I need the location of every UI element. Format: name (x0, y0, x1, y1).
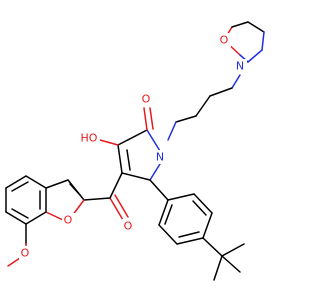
morpholine-nitrogen-label: N (236, 60, 244, 73)
bond (176, 237, 204, 245)
bond (221, 255, 241, 273)
bond (5, 211, 27, 225)
double-bond-inner (178, 231, 200, 238)
bond (149, 163, 161, 181)
morpholine-oxygen-label: O (220, 34, 229, 47)
ketone-oxygen-label: O (124, 220, 133, 233)
double-bond (114, 194, 129, 218)
bond (231, 21, 249, 28)
pyrrolone-ring (99, 107, 161, 181)
bond (221, 243, 245, 257)
bond (231, 74, 241, 89)
bond (158, 224, 178, 245)
bond (202, 237, 223, 257)
bond (5, 175, 27, 189)
bond (158, 199, 169, 226)
structure-drawing: O N N O HO O O O (5, 21, 265, 281)
ketone-group (83, 172, 129, 221)
bond (45, 179, 69, 189)
bond (261, 31, 265, 51)
bond (247, 21, 265, 33)
bond (146, 129, 161, 152)
bond (209, 87, 233, 97)
double-bond-inner (11, 208, 29, 219)
lactam-oxygen-label: O (142, 93, 151, 106)
bond (195, 95, 211, 117)
bond (213, 255, 223, 281)
bond (167, 121, 177, 141)
bond (202, 212, 213, 239)
bond (193, 193, 213, 214)
bond (121, 172, 151, 181)
molecule-canvas: O N N O HO O O O (5, 21, 265, 281)
double-bond (109, 197, 124, 221)
double-bond-inner (192, 200, 207, 216)
double-bond-inner (126, 149, 131, 171)
pyrrolone-nitrogen-label: N (156, 151, 164, 164)
double-bond-inner (69, 183, 81, 196)
bond (117, 129, 148, 146)
double-bond (149, 107, 154, 130)
bond (83, 197, 111, 201)
bond (25, 211, 47, 225)
double-bond-inner (164, 204, 173, 225)
bond (25, 175, 47, 189)
bond (247, 49, 263, 63)
double-bond (143, 107, 148, 131)
propyl-chain (167, 74, 241, 141)
furan-oxygen-label: O (64, 214, 73, 227)
bond (45, 211, 64, 221)
double-bond-inner (11, 181, 29, 192)
bond (149, 179, 169, 201)
bond (99, 139, 119, 146)
tert-butylphenyl (149, 179, 245, 281)
bond (175, 115, 197, 123)
bond (117, 144, 123, 174)
hydroxyl-label: HO (81, 132, 98, 145)
bond (167, 193, 195, 201)
bond (109, 172, 123, 199)
bond (7, 257, 21, 267)
methoxy-oxygen-label: O (21, 247, 30, 260)
atom-labels: O N N O HO O O O (19, 33, 247, 260)
